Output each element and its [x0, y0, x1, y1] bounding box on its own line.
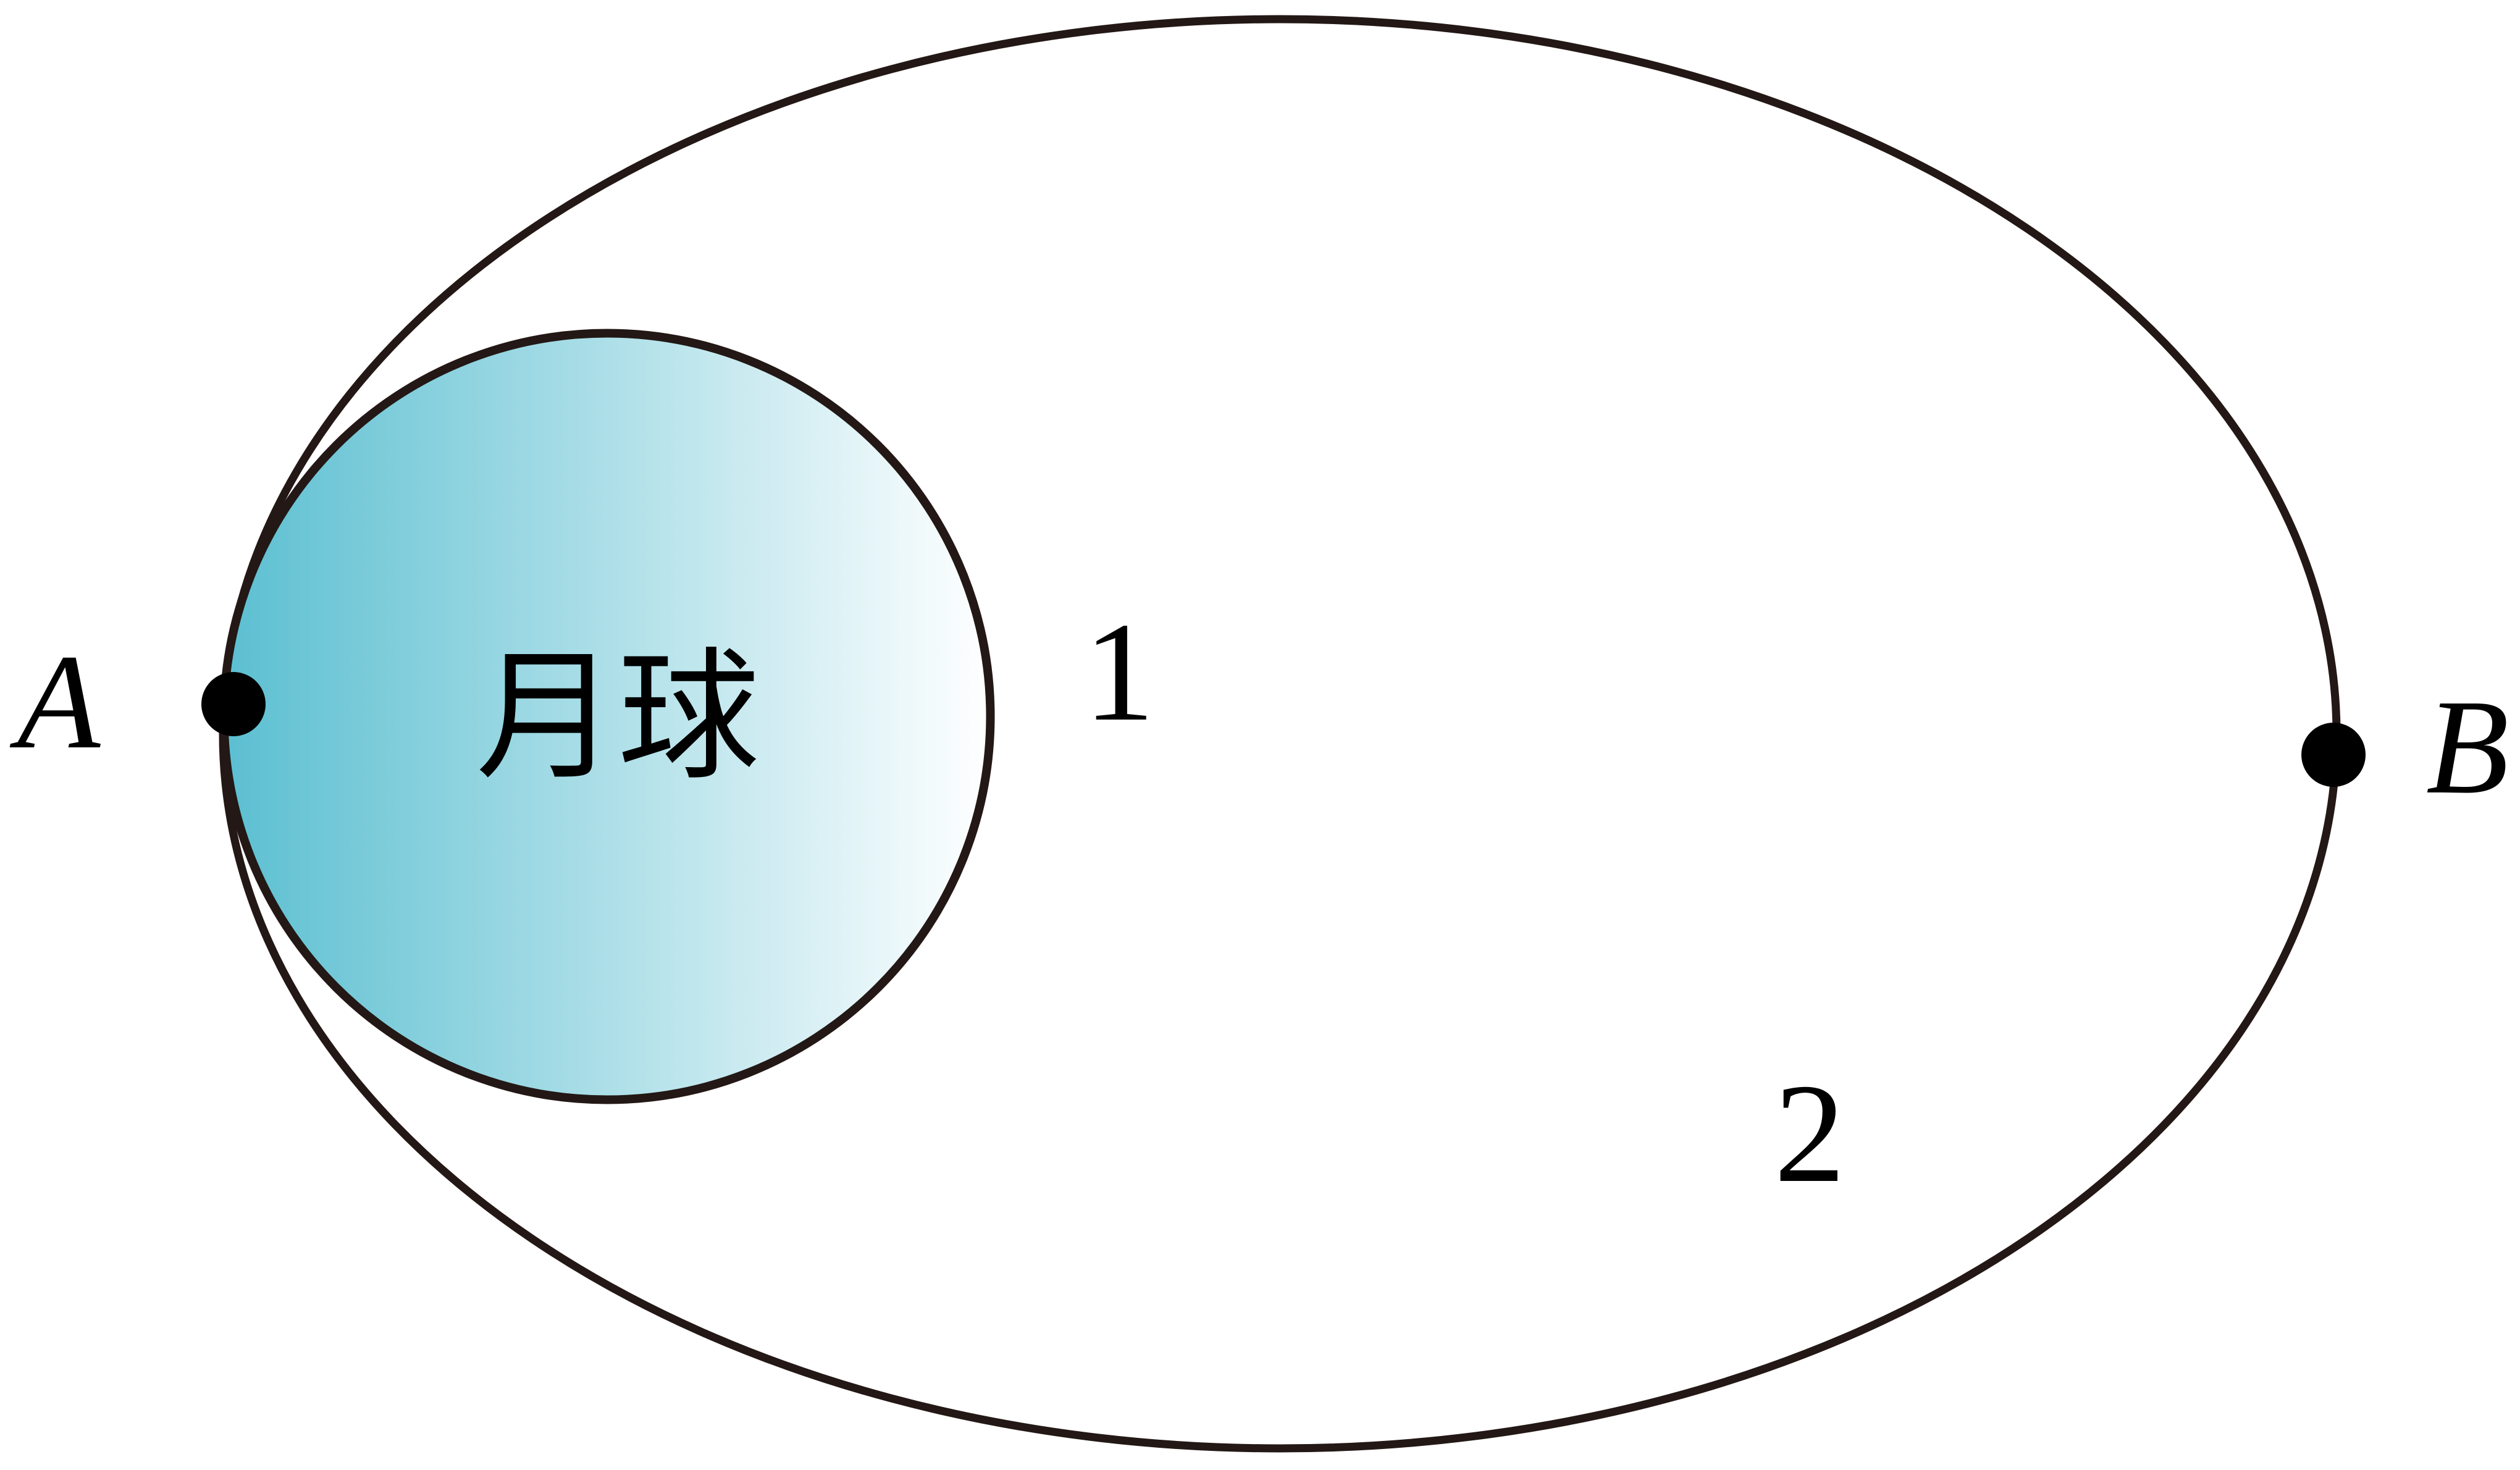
orbit-1-label: 1	[1084, 593, 1155, 750]
point-b-marker	[2301, 723, 2366, 787]
point-a-marker	[201, 672, 266, 736]
point-b-label: B	[2426, 671, 2509, 822]
orbit-2-label: 2	[1774, 1054, 1846, 1212]
moon-label: 月球	[476, 635, 760, 800]
point-a-label: A	[9, 626, 101, 777]
